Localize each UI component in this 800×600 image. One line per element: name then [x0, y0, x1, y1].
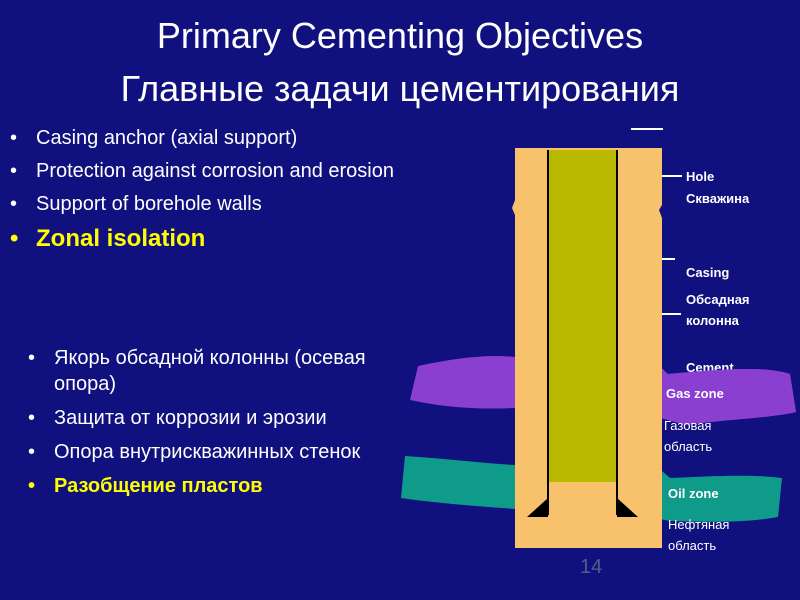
- bullet-dot-icon: •: [10, 127, 18, 149]
- label-oil-zone-ru-1: Нефтяная: [668, 517, 729, 532]
- bullet-borehole-support: •Support of borehole walls: [10, 193, 262, 215]
- label-hole-ru: Скважина: [686, 191, 750, 206]
- label-gas-zone-ru-2: область: [664, 439, 712, 454]
- bullet-dot-icon: •: [10, 225, 19, 252]
- bullet-dot-icon: •: [28, 475, 36, 497]
- title-english: Primary Cementing Objectives: [156, 15, 644, 56]
- bullet-ru-zonal-isolation: •Разобщение пластов: [28, 475, 263, 497]
- label-oil-zone: Oil zone: [668, 486, 719, 501]
- label-casing-ru-1: Обсадная: [686, 292, 750, 307]
- bullet-list-english: •Casing anchor (axial support) •Protecti…: [10, 125, 450, 261]
- page-number: 14: [580, 556, 603, 578]
- bullet-list-russian: •Якорь обсадной колонны (осевая опора) •…: [28, 345, 408, 507]
- casing-shoe-right: [617, 498, 638, 517]
- bullet-dot-icon: •: [28, 441, 36, 463]
- bullet-dot-icon: •: [10, 193, 18, 215]
- casing-shoe-left: [527, 498, 548, 517]
- label-casing-ru-2: колонна: [686, 313, 740, 328]
- bullet-ru-borehole-support: •Опора внутрискважинных стенок: [28, 441, 361, 463]
- bullet-ru-corrosion: •Защита от коррозии и эрозии: [28, 407, 327, 429]
- label-casing: Casing: [686, 265, 729, 280]
- bullet-zonal-isolation: •Zonal isolation: [10, 225, 206, 252]
- label-gas-zone: Gas zone: [666, 386, 724, 401]
- casing-inner-fill: [549, 150, 616, 482]
- title-russian: Главные задачи цементирования: [120, 68, 680, 109]
- bullet-dot-icon: •: [10, 160, 18, 182]
- hole-top-mark: [631, 128, 663, 130]
- gas-zone-right-shape: [662, 368, 796, 425]
- bullet-corrosion-protection: •Protection against corrosion and erosio…: [10, 160, 394, 182]
- bullet-ru-casing-anchor: •Якорь обсадной колонны (осевая опора): [28, 347, 366, 395]
- label-gas-zone-ru-1: Газовая: [664, 418, 711, 433]
- bullet-dot-icon: •: [28, 347, 36, 369]
- bullet-casing-anchor: •Casing anchor (axial support): [10, 127, 298, 149]
- label-oil-zone-ru-2: область: [668, 538, 716, 553]
- label-hole: Hole: [686, 169, 714, 184]
- bullet-dot-icon: •: [28, 407, 36, 429]
